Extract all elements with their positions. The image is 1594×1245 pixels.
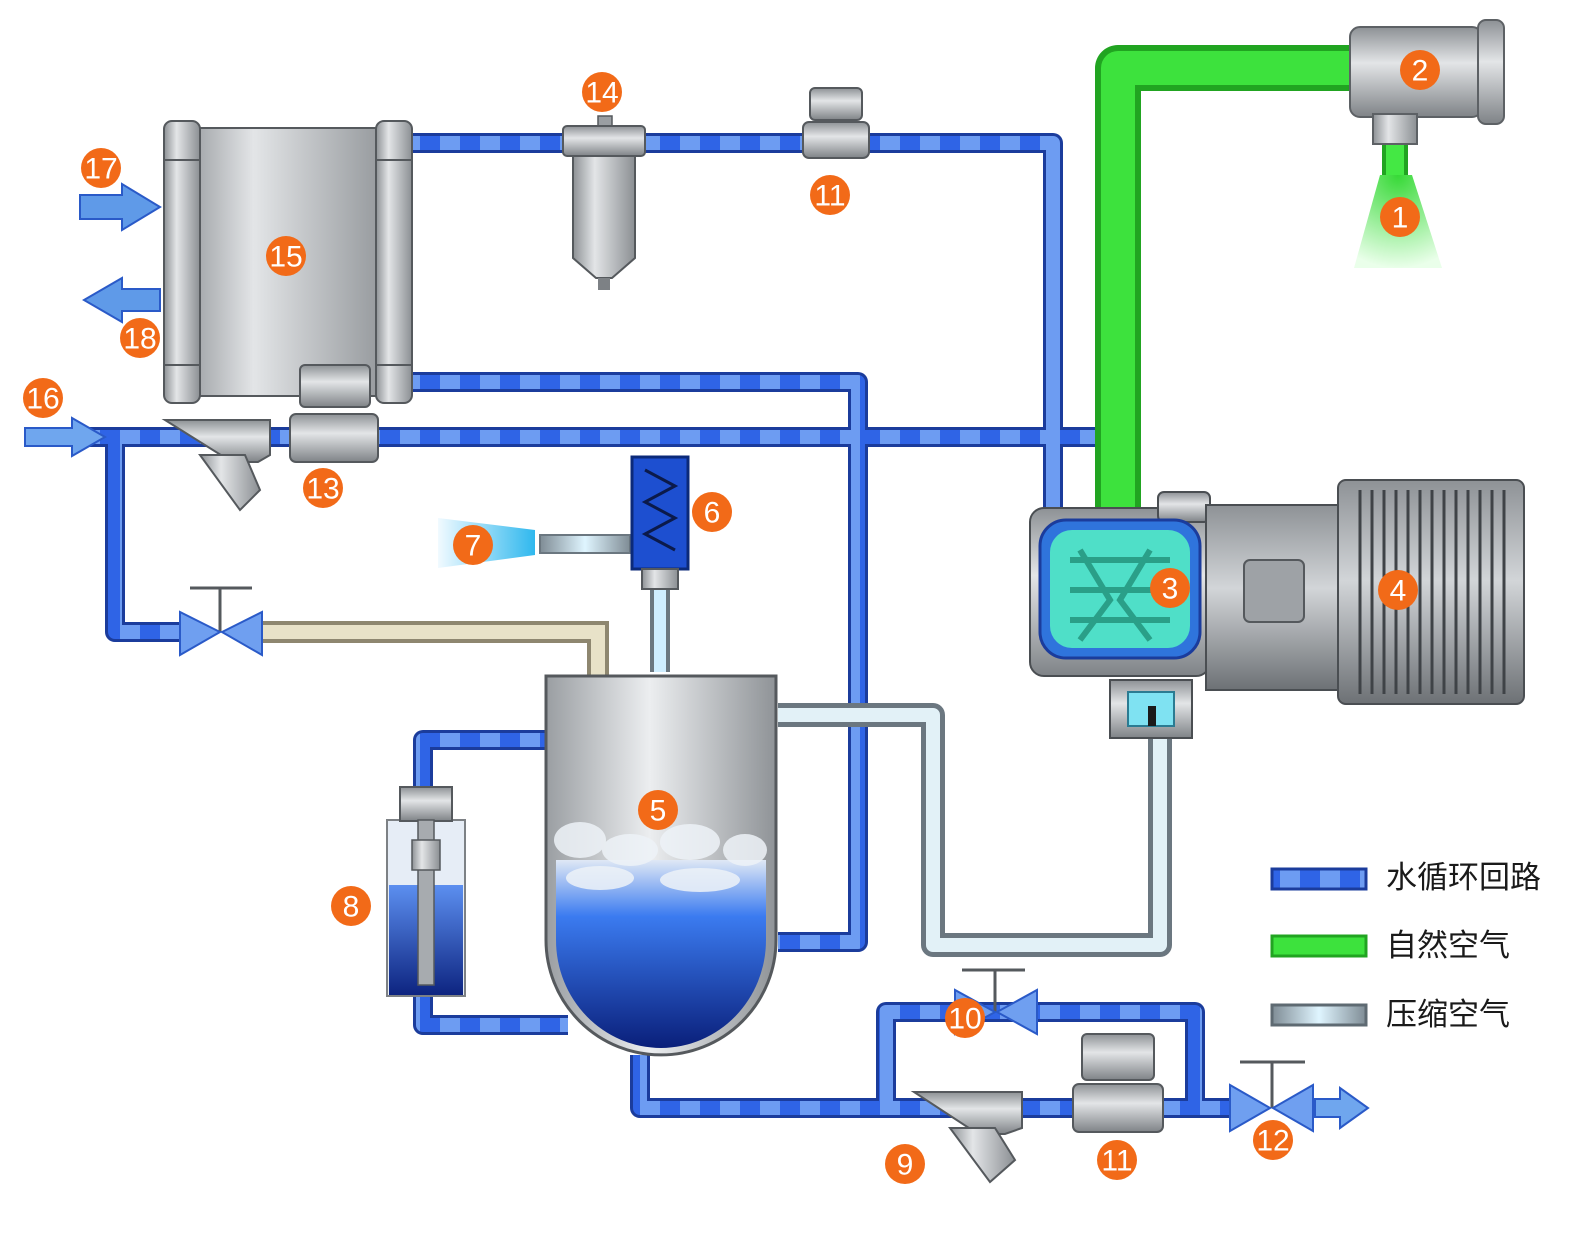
y-strainer-inlet bbox=[161, 419, 271, 512]
svg-text:10: 10 bbox=[948, 1003, 981, 1036]
svg-text:水循环回路: 水循环回路 bbox=[1386, 860, 1541, 896]
badge-2: 2 bbox=[1400, 50, 1440, 90]
y-strainer-9 bbox=[910, 1091, 1023, 1184]
compressor-3 bbox=[1029, 491, 1211, 739]
svg-text:15: 15 bbox=[269, 241, 302, 274]
svg-text:14: 14 bbox=[585, 77, 618, 110]
water-filter-14 bbox=[562, 115, 646, 290]
water-outlet-arrow bbox=[1314, 1086, 1370, 1130]
badge-12: 12 bbox=[1253, 1120, 1293, 1160]
pump-11-top bbox=[802, 87, 870, 159]
badge-4: 4 bbox=[1378, 570, 1418, 610]
svg-text:9: 9 bbox=[897, 1149, 914, 1182]
svg-text:16: 16 bbox=[26, 383, 59, 416]
svg-text:7: 7 bbox=[465, 530, 482, 563]
svg-text:1: 1 bbox=[1392, 202, 1409, 235]
legend-item-compressed-air: 压缩空气 bbox=[1270, 997, 1510, 1033]
badge-11-bottom: 11 bbox=[1097, 1140, 1137, 1180]
badge-13: 13 bbox=[303, 468, 343, 508]
badge-5: 5 bbox=[638, 790, 678, 830]
badge-3: 3 bbox=[1150, 568, 1190, 608]
separator-tank-5 bbox=[544, 674, 778, 1057]
svg-text:13: 13 bbox=[306, 473, 339, 506]
badge-10: 10 bbox=[945, 998, 985, 1038]
svg-text:17: 17 bbox=[84, 153, 117, 186]
badge-7: 7 bbox=[453, 525, 493, 565]
badge-1: 1 bbox=[1380, 197, 1420, 237]
cooling-water-out-arrow bbox=[82, 276, 161, 324]
svg-text:6: 6 bbox=[704, 497, 721, 530]
badge-16: 16 bbox=[23, 378, 63, 418]
svg-text:18: 18 bbox=[123, 323, 156, 356]
number-badges: 1 2 3 4 5 6 7 8 9 10 11 11 12 13 14 15 1… bbox=[23, 50, 1440, 1184]
badge-14: 14 bbox=[582, 72, 622, 112]
svg-text:3: 3 bbox=[1162, 573, 1179, 606]
pump-11-bottom bbox=[1072, 1033, 1164, 1133]
badge-9: 9 bbox=[885, 1144, 925, 1184]
legend-item-natural-air: 自然空气 bbox=[1270, 928, 1510, 964]
svg-text:11: 11 bbox=[1101, 1145, 1132, 1178]
manual-valve-left bbox=[179, 586, 263, 657]
svg-text:4: 4 bbox=[1390, 575, 1407, 608]
badge-15: 15 bbox=[266, 236, 306, 276]
water-level-gauge-8 bbox=[386, 786, 466, 997]
outlet-valve-12 bbox=[1229, 1060, 1314, 1133]
solenoid-valve-6 bbox=[539, 455, 690, 590]
pump-13 bbox=[289, 364, 379, 463]
motor-4 bbox=[1205, 479, 1525, 705]
badge-17: 17 bbox=[81, 148, 121, 188]
badge-8: 8 bbox=[331, 886, 371, 926]
svg-text:自然空气: 自然空气 bbox=[1386, 928, 1510, 964]
legend: 水循环回路 自然空气 压缩空气 bbox=[1270, 860, 1541, 1033]
bypass-pipe bbox=[260, 621, 609, 680]
svg-text:12: 12 bbox=[1256, 1125, 1289, 1158]
compressed-air-pipe bbox=[650, 575, 1172, 957]
badge-18: 18 bbox=[120, 318, 160, 358]
svg-text:2: 2 bbox=[1412, 55, 1429, 88]
cooling-water-in-arrow bbox=[79, 182, 162, 232]
badge-6: 6 bbox=[692, 492, 732, 532]
natural-air-pipe bbox=[1095, 45, 1408, 515]
legend-item-water-loop: 水循环回路 bbox=[1270, 860, 1541, 896]
svg-text:8: 8 bbox=[343, 891, 360, 924]
water-inlet-arrow bbox=[24, 416, 108, 458]
svg-text:11: 11 bbox=[814, 180, 845, 213]
badge-11-top: 11 bbox=[810, 175, 850, 215]
svg-text:压缩空气: 压缩空气 bbox=[1386, 997, 1510, 1033]
svg-text:5: 5 bbox=[650, 795, 667, 828]
